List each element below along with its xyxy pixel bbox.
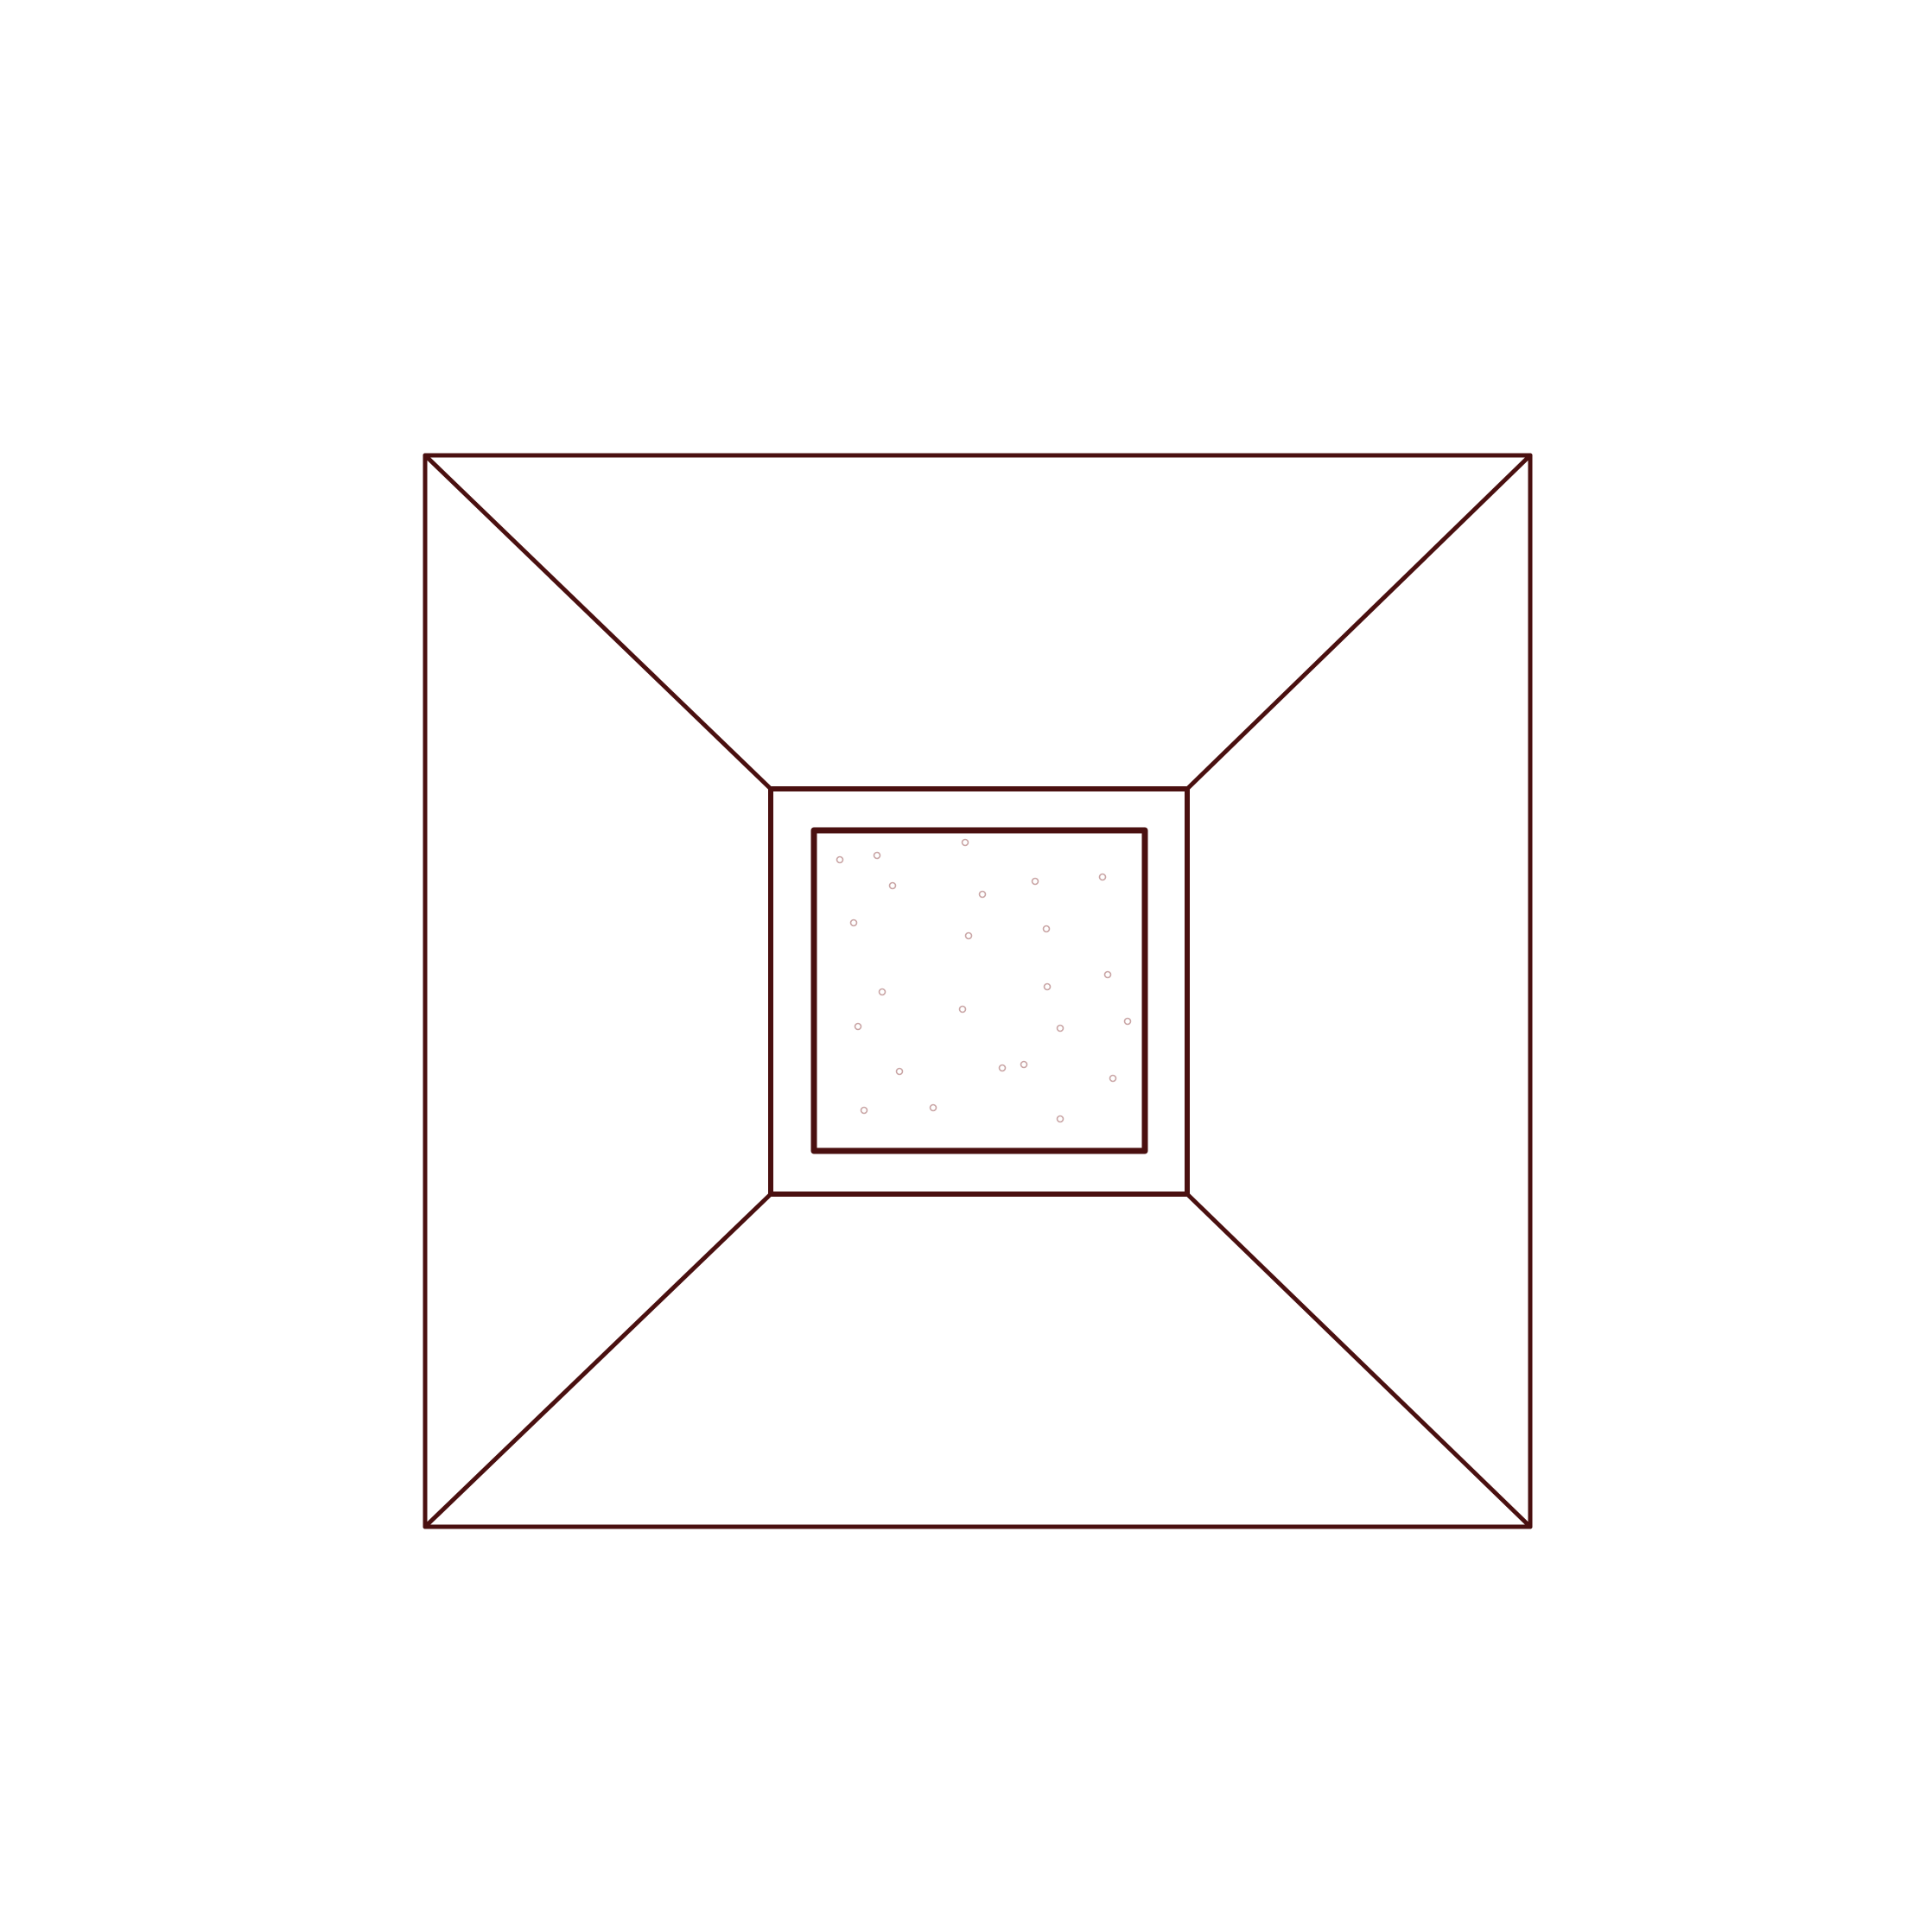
- corner-edge-bottom-left: [423, 1192, 773, 1529]
- speckle-dot: [860, 1106, 868, 1115]
- speckle-dot: [958, 1005, 967, 1014]
- speckle-dot: [854, 1022, 862, 1031]
- speckle-dot: [929, 1103, 937, 1112]
- speckle-dot: [1103, 970, 1112, 979]
- speckle-dot: [888, 881, 897, 890]
- speckle-dot: [1043, 982, 1052, 991]
- middle-square: [768, 786, 1190, 1197]
- speckle-dot: [1020, 1060, 1028, 1069]
- speckle-texture: [836, 838, 1132, 1123]
- speckle-dot: [873, 851, 881, 860]
- speckle-dot: [1109, 1074, 1117, 1083]
- corner-edge-top-right: [1185, 453, 1533, 791]
- speckle-dot: [1123, 1017, 1132, 1026]
- speckle-dot: [1056, 1024, 1065, 1033]
- speckle-dot: [849, 918, 858, 927]
- speckle-dot: [998, 1064, 1007, 1072]
- speckle-dot: [961, 838, 969, 847]
- corner-edge-bottom-right: [1185, 1192, 1533, 1529]
- speckle-dot: [964, 931, 973, 940]
- outer-square: [423, 453, 1533, 1529]
- speckle-dot: [1042, 925, 1051, 933]
- speckle-dot: [895, 1067, 904, 1076]
- corner-edge-top-left: [423, 453, 773, 791]
- inner-square: [810, 827, 1148, 1154]
- speckle-dot: [1098, 873, 1107, 881]
- speckle-dot: [978, 890, 987, 899]
- speckle-dot: [836, 855, 844, 864]
- speckle-dot: [1031, 877, 1039, 886]
- speckle-dot: [878, 988, 887, 996]
- speckle-dot: [1056, 1115, 1065, 1123]
